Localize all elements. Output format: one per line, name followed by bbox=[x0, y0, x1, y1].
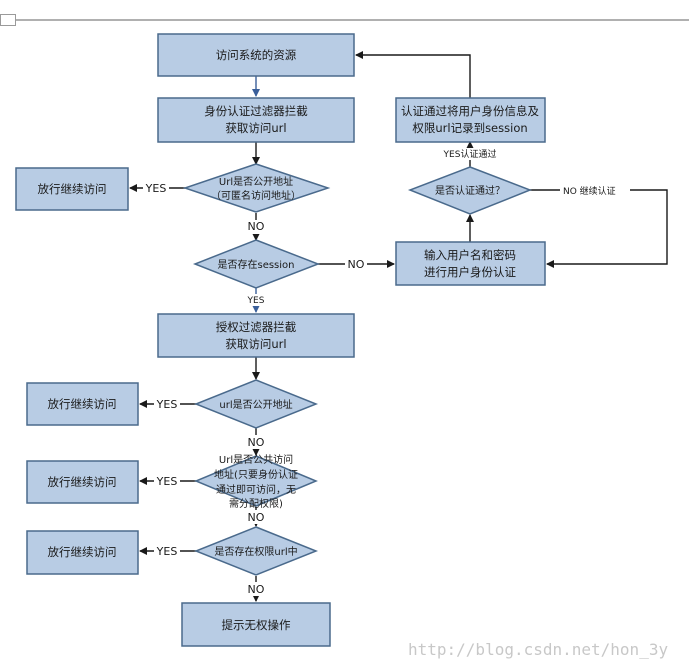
node-login: 输入用户名和密码 进行用户身份认证 bbox=[395, 241, 546, 286]
node-record-line1: 认证通过将用户身份信息及 bbox=[401, 104, 539, 118]
edge-record-visit bbox=[355, 51, 471, 98]
corner-handle bbox=[0, 14, 16, 26]
label-no-1: NO bbox=[248, 220, 265, 233]
decision-is-common-line4: 需分配权限) bbox=[229, 497, 283, 510]
node-pass-1-label: 放行继续访问 bbox=[38, 182, 107, 196]
decision-is-public-2-label: url是否公开地址 bbox=[219, 398, 292, 411]
node-pass-3: 放行继续访问 bbox=[26, 460, 139, 504]
label-yes-auth: YES认证通过 bbox=[443, 148, 497, 160]
label-no-2: NO bbox=[248, 436, 265, 449]
decision-is-public-url-2: url是否公开地址 bbox=[193, 379, 319, 429]
decision-auth-ok: 是否认证通过？ bbox=[407, 166, 533, 215]
node-record-line2: 权限url记录到session bbox=[412, 121, 527, 135]
label-no-session: NO bbox=[348, 258, 365, 271]
node-pass-2: 放行继续访问 bbox=[26, 382, 139, 426]
node-login-line1: 输入用户名和密码 bbox=[424, 248, 516, 262]
node-record-session: 认证通过将用户身份信息及 权限url记录到session bbox=[395, 97, 546, 143]
node-pass-4: 放行继续访问 bbox=[26, 530, 139, 575]
label-yes-1: YES bbox=[145, 182, 167, 195]
node-auth-filter-line1: 身份认证过滤器拦截 bbox=[204, 104, 308, 118]
decision-is-public-line2: （可匿名访问地址） bbox=[211, 189, 301, 202]
decision-auth-ok-label: 是否认证通过？ bbox=[435, 184, 505, 197]
label-no-4: NO bbox=[248, 583, 265, 596]
node-visit-label: 访问系统的资源 bbox=[216, 48, 297, 62]
decision-in-perm-url: 是否存在权限url中 bbox=[193, 526, 319, 576]
node-auth-filter: 身份认证过滤器拦截 获取访问url bbox=[157, 97, 355, 143]
decision-is-common-line3: 通过即可访问，无 bbox=[216, 483, 296, 496]
node-pass-3-label: 放行继续访问 bbox=[48, 475, 117, 489]
decision-is-common-line1: Url是否公共访问 bbox=[219, 453, 293, 466]
node-deny-label: 提示无权操作 bbox=[222, 618, 291, 632]
node-auth-filter-line2: 获取访问url bbox=[225, 121, 286, 135]
decision-has-session-label: 是否存在session bbox=[217, 258, 294, 271]
node-deny: 提示无权操作 bbox=[181, 602, 331, 647]
label-yes-3: YES bbox=[156, 475, 178, 488]
node-pass-1: 放行继续访问 bbox=[15, 167, 129, 211]
node-pass-4-label: 放行继续访问 bbox=[48, 545, 117, 559]
decision-is-public-line1: Url是否公开地址 bbox=[219, 175, 293, 188]
decision-is-public-url: Url是否公开地址 （可匿名访问地址） bbox=[182, 163, 331, 213]
edge-authok-login-retry bbox=[530, 189, 668, 268]
node-visit-resource: 访问系统的资源 bbox=[157, 33, 355, 77]
top-border-line bbox=[0, 19, 689, 21]
node-perm-filter-line1: 授权过滤器拦截 bbox=[216, 320, 297, 334]
node-pass-2-label: 放行继续访问 bbox=[48, 397, 117, 411]
label-yes-4: YES bbox=[156, 545, 178, 558]
label-no-3: NO bbox=[248, 511, 265, 524]
decision-is-common-url: Url是否公共访问 地址(只要身份认证 通过即可访问，无 需分配权限) bbox=[194, 453, 318, 510]
label-yes-session: YES bbox=[247, 296, 265, 306]
watermark-url: http://blog.csdn.net/hon_3y bbox=[408, 640, 669, 659]
node-login-line2: 进行用户身份认证 bbox=[424, 265, 516, 279]
node-perm-filter: 授权过滤器拦截 获取访问url bbox=[157, 313, 355, 358]
decision-has-session: 是否存在session bbox=[192, 239, 321, 289]
decision-in-perm-label: 是否存在权限url中 bbox=[214, 545, 297, 558]
decision-is-common-line2: 地址(只要身份认证 bbox=[214, 468, 298, 481]
node-perm-filter-line2: 获取访问url bbox=[225, 337, 286, 351]
label-no-auth: NO 继续认证 bbox=[563, 185, 616, 197]
label-yes-2: YES bbox=[156, 398, 178, 411]
